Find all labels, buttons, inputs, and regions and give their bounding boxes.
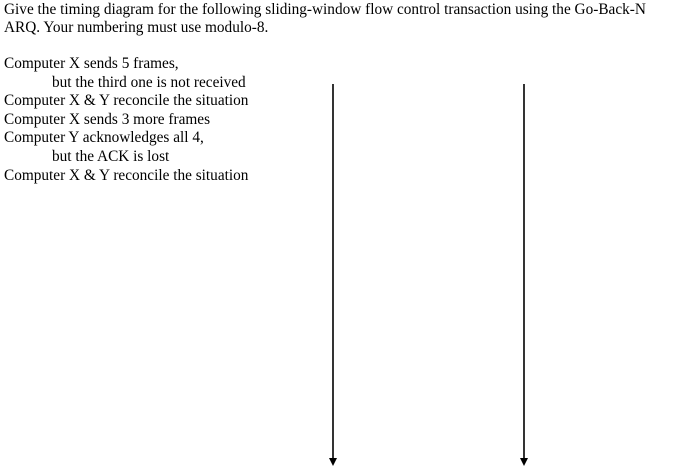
scenario-steps: Computer X sends 5 frames, but the third… (4, 55, 248, 185)
question-line-2: ARQ. Your numbering must use modulo-8. (4, 19, 269, 36)
timeline-computer-y-arrowhead (520, 458, 528, 466)
timeline-computer-x-arrowhead (329, 458, 337, 466)
timeline-computer-y (520, 84, 528, 466)
step-6: but the ACK is lost (52, 147, 170, 165)
step-1: Computer X sends 5 frames, (4, 55, 179, 72)
step-2: but the third one is not received (52, 73, 246, 91)
step-3: Computer X & Y reconcile the situation (4, 92, 249, 110)
step-5: Computer Y acknowledges all 4, (4, 129, 204, 147)
timeline-computer-x (329, 84, 337, 466)
question-line-1: Give the timing diagram for the followin… (4, 1, 646, 18)
step-4: Computer X sends 3 more frames (4, 110, 211, 128)
step-7: Computer X & Y reconcile the situation (4, 166, 249, 184)
question-text: Give the timing diagram for the followin… (4, 1, 680, 37)
